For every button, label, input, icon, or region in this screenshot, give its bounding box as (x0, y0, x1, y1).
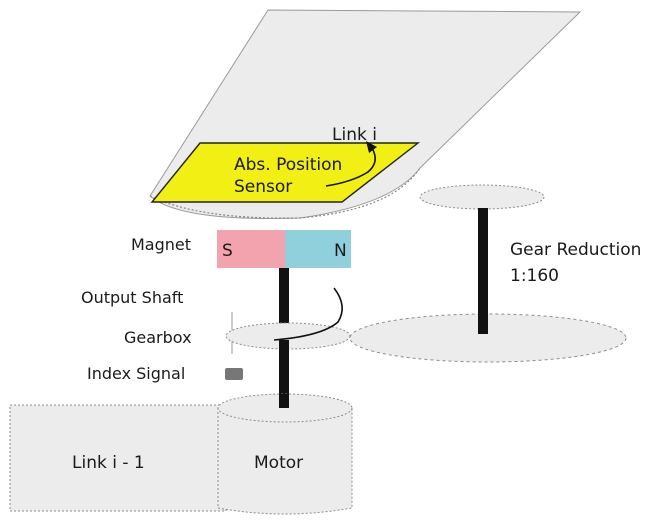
gear-reduction-ratio: 1:160 (510, 266, 559, 286)
index-signal-label: Index Signal (87, 364, 185, 383)
motor-label: Motor (254, 453, 303, 473)
link-i-arrow-head (366, 141, 377, 153)
magnet-label: Magnet (131, 235, 191, 254)
output-shaft (279, 268, 289, 332)
link-i-minus-1-label: Link i - 1 (72, 453, 145, 473)
magnet-s-label: S (222, 241, 233, 261)
output-shaft-label: Output Shaft (81, 288, 183, 307)
output-rotation-arrow (273, 287, 343, 341)
link-i-rotation-arrow (325, 147, 376, 187)
sensor-label-line1: Abs. Position (234, 155, 342, 175)
abs-position-sensor (150, 142, 421, 203)
link-i-label: Link i (332, 125, 377, 145)
gearbox-label: Gearbox (124, 328, 192, 347)
sensor-label-line2: Sensor (234, 177, 292, 197)
gear-reduction-shaft (478, 208, 488, 334)
gear-reduction-label: Gear Reduction (510, 240, 641, 260)
gear-reduction-lower-disc (349, 313, 627, 363)
magnet-south (217, 230, 285, 268)
gear-reduction-upper-disc (419, 184, 545, 210)
link-i-minus-1-box (9, 404, 227, 512)
motor-shaft (279, 340, 289, 406)
magnet-north (285, 230, 351, 268)
index-signal-sensor (225, 368, 243, 380)
magnet-n-label: N (334, 241, 347, 261)
